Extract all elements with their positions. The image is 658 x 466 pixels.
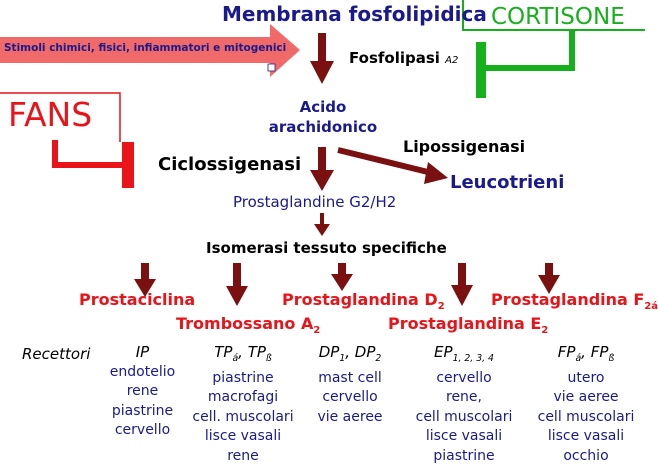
tissue-item: utero — [530, 369, 642, 389]
tissue-item: lisce vasali — [408, 427, 520, 447]
tissue-item: rene, — [408, 388, 520, 408]
thromboxane-label: Trombossano A2 — [176, 314, 320, 336]
tissue-item: cell muscolari — [408, 408, 520, 428]
receptor-column-ep: EP1, 2, 3, 4 cervello rene, cell muscola… — [408, 343, 520, 466]
tissue-item: rene — [95, 382, 190, 402]
tissue-item: rene — [187, 447, 299, 466]
receptor-head: IP — [95, 343, 190, 363]
tissue-item: macrofagi — [187, 388, 299, 408]
phospholipase-subscript: A2 — [445, 55, 458, 66]
phospholipase-label: Fosfolipasi A2 — [349, 49, 458, 67]
pgd2-label: Prostaglandina D2 — [282, 290, 445, 312]
tissue-item: vie aeree — [530, 388, 642, 408]
leukotrienes-label: Leucotrieni — [450, 172, 564, 193]
tissue-item: occhio — [530, 447, 642, 466]
cyclooxygenase-label: Ciclossigenasi — [158, 154, 301, 175]
receptor-column-tp: TPá, TPß piastrine macrofagi cell. musco… — [187, 343, 299, 466]
tissue-item: cervello — [408, 369, 520, 389]
stimuli-label: Stimoli chimici, fisici, infiammatori e … — [4, 42, 286, 54]
tissue-item: lisce vasali — [530, 427, 642, 447]
receptor-column-fp: FPá, FPß utero vie aeree cell muscolari … — [530, 343, 642, 466]
tissue-item: cervello — [305, 388, 395, 408]
receptor-head: EP1, 2, 3, 4 — [408, 343, 520, 369]
receptor-column-dp: DP1, DP2 mast cell cervello vie aeree — [305, 343, 395, 427]
tissue-item: cell. muscolari — [187, 408, 299, 428]
tissue-item: cervello — [95, 421, 190, 441]
fans-label: FANS — [8, 95, 92, 134]
tissue-item: piastrine — [408, 447, 520, 466]
membrane-label: Membrana fosfolipidica — [222, 2, 487, 26]
receptor-head: DP1, DP2 — [305, 343, 395, 369]
tissue-item: vie aeree — [305, 408, 395, 428]
receptors-label: Recettori — [22, 345, 90, 363]
tissue-item: cell muscolari — [530, 408, 642, 428]
isomerase-label: Isomerasi tessuto specifiche — [206, 239, 447, 257]
cortisone-label: CORTISONE — [491, 4, 625, 30]
lipoxygenase-label: Lipossigenasi — [403, 137, 525, 156]
tissue-item: endotelio — [95, 363, 190, 383]
pg-g2h2-label: Prostaglandine G2/H2 — [233, 193, 396, 211]
receptor-head: FPá, FPß — [530, 343, 642, 369]
prostacyclin-label: Prostaciclina — [79, 290, 195, 309]
receptor-column-ip: IP endotelio rene piastrine cervello — [95, 343, 190, 441]
arachidonic-acid-label: Acido arachidonico — [268, 97, 378, 137]
tissue-item: lisce vasali — [187, 427, 299, 447]
tissue-item: mast cell — [305, 369, 395, 389]
pgf2a-label: Prostaglandina F2á — [491, 290, 658, 312]
tissue-item: piastrine — [187, 369, 299, 389]
tissue-item: piastrine — [95, 402, 190, 422]
pge2-label: Prostaglandina E2 — [388, 314, 548, 336]
receptor-head: TPá, TPß — [187, 343, 299, 369]
